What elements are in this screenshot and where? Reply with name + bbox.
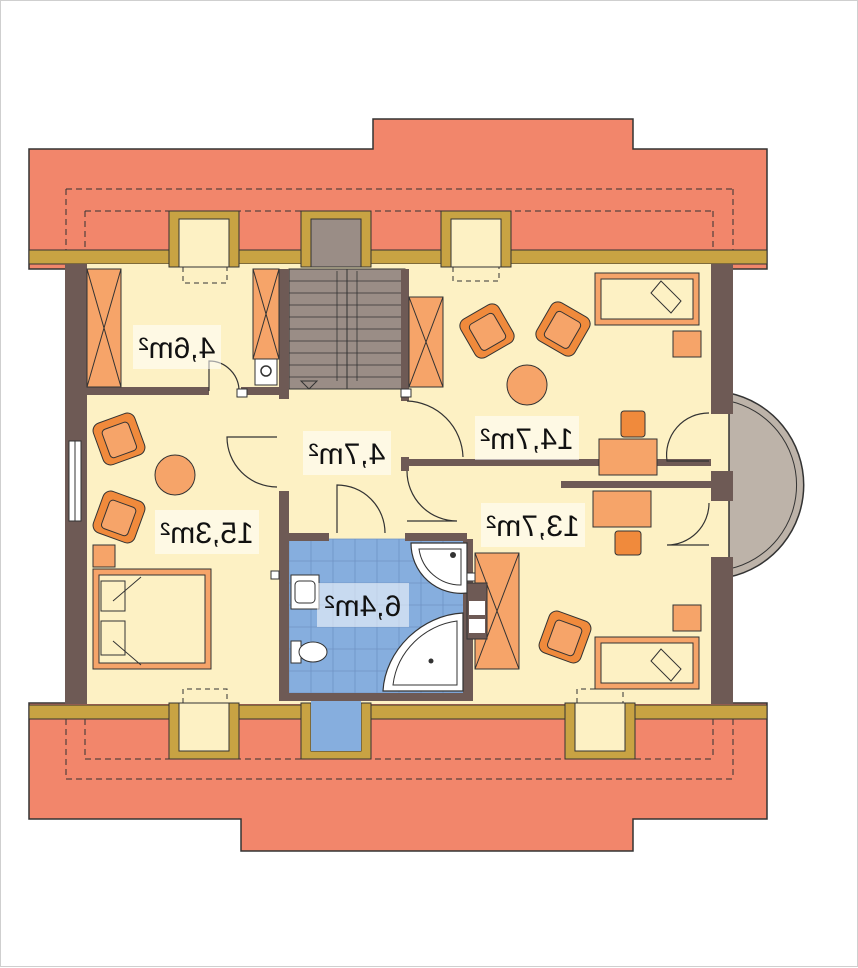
dormer-bottom-3 bbox=[564, 688, 636, 760]
wardrobe-storage-right bbox=[252, 268, 280, 360]
shower bbox=[410, 542, 468, 594]
roof-bottom bbox=[28, 702, 768, 852]
area-label-bedroom-right-top: 14,7m² bbox=[480, 423, 573, 456]
area-label-bedroom-right-bottom: 13,7m² bbox=[486, 510, 579, 543]
staircase bbox=[288, 268, 406, 390]
bathtub bbox=[382, 612, 464, 692]
dormer-top-3 bbox=[440, 210, 512, 282]
desk-bottom bbox=[592, 490, 652, 556]
wardrobe-storage-left bbox=[86, 268, 122, 388]
area-labels: 4,6m² 4,7m² 14,7m² 15,3m² 13,7m² 6,4m² bbox=[133, 325, 585, 627]
wardrobe-bedroom-top bbox=[408, 296, 444, 388]
desk-top bbox=[598, 410, 658, 476]
armchair bbox=[92, 490, 146, 544]
area-label-storage: 4,6m² bbox=[139, 332, 216, 365]
armchairs bbox=[92, 301, 592, 664]
toilet bbox=[290, 640, 328, 664]
washing-machine bbox=[466, 582, 488, 640]
dormer-bottom-1 bbox=[168, 688, 240, 760]
area-label-bathroom: 6,4m² bbox=[325, 590, 402, 623]
roof-top-dashed-outline bbox=[65, 188, 734, 251]
single-bed-top bbox=[594, 272, 702, 358]
armchair bbox=[535, 301, 591, 357]
eave-strip-top bbox=[28, 249, 768, 265]
double-bed bbox=[92, 544, 212, 670]
armchair bbox=[92, 412, 146, 466]
doors bbox=[208, 360, 710, 546]
area-label-hall: 4,7m² bbox=[309, 438, 386, 471]
single-bed-bottom bbox=[594, 604, 702, 690]
dormer-top-2 bbox=[300, 210, 372, 268]
dormer-top-1 bbox=[168, 210, 240, 284]
coffee-table-top bbox=[506, 364, 548, 406]
area-label-bedroom-left: 15,3m² bbox=[160, 517, 253, 550]
roof-top bbox=[28, 118, 768, 270]
eave-strip-bottom bbox=[28, 704, 768, 720]
armchair bbox=[538, 610, 592, 664]
boiler bbox=[254, 358, 278, 386]
balcony bbox=[728, 392, 805, 578]
washbasin bbox=[290, 574, 320, 610]
roof-bottom-dashed-outline bbox=[65, 719, 734, 780]
coffee-table-left bbox=[154, 454, 196, 496]
armchair bbox=[459, 303, 515, 359]
vent-markers bbox=[236, 388, 476, 582]
